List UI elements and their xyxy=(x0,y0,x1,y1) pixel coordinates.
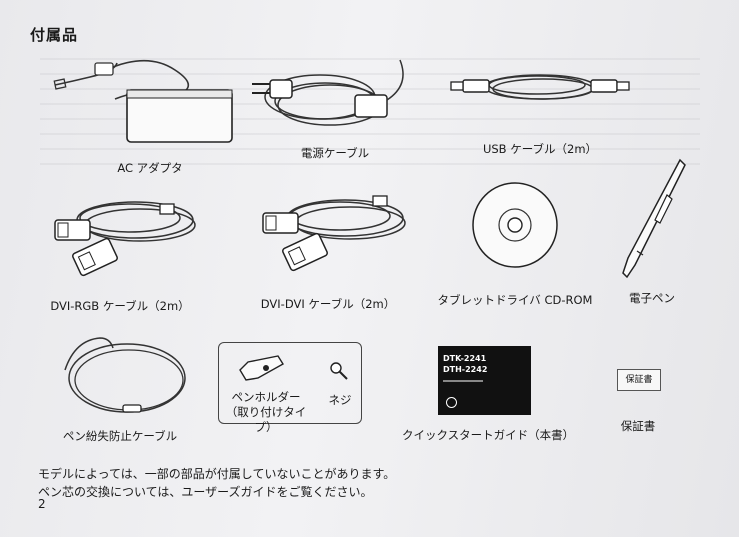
section-title: 付属品 xyxy=(30,26,79,44)
brand-logo-icon xyxy=(446,397,457,408)
label-warranty: 保証書 xyxy=(620,419,656,433)
cd-rom-illustration xyxy=(472,182,558,268)
pen-holder-screw-group xyxy=(218,342,362,424)
dvi-dvi-cable-illustration xyxy=(262,195,406,272)
label-screw: ネジ xyxy=(328,393,352,407)
label-dvi-dvi-cable: DVI-DVI ケーブル（2m） xyxy=(260,297,396,311)
dvi-rgb-cable-illustration xyxy=(54,201,196,277)
page-number: 2 xyxy=(38,497,46,511)
usb-cable-illustration xyxy=(450,74,630,100)
label-usb-cable: USB ケーブル（2m） xyxy=(482,142,598,156)
electronic-pen-illustration xyxy=(622,158,686,279)
label-dvi-rgb-cable: DVI-RGB ケーブル（2m） xyxy=(50,299,190,313)
label-pen-tether: ペン紛失防止ケーブル xyxy=(62,429,178,443)
label-electronic-pen: 電子ペン xyxy=(629,291,675,305)
label-pen-holder: ペンホルダー（取り付けタイプ） xyxy=(225,390,307,434)
guide-model-2: DTH-2242 xyxy=(443,365,488,374)
pen-tether-illustration xyxy=(64,337,186,413)
guide-subtitle-lines xyxy=(443,378,483,383)
label-power-cable: 電源ケーブル xyxy=(300,146,370,160)
screw-illustration xyxy=(330,362,348,380)
ac-adapter-illustration xyxy=(53,59,233,143)
note-1: モデルによっては、一部の部品が付属していないことがあります。 xyxy=(38,467,396,481)
label-quick-start-guide: クイックスタートガイド（本書） xyxy=(402,428,575,442)
guide-model-1: DTK-2241 xyxy=(443,354,487,363)
pen-holder-illustration xyxy=(239,355,284,381)
label-ac-adapter: AC アダプタ xyxy=(117,161,183,175)
power-cable-illustration xyxy=(252,59,404,126)
label-driver-cd: タブレットドライバ CD-ROM xyxy=(437,293,593,307)
note-2: ペン芯の交換については、ユーザーズガイドをご覧ください。 xyxy=(38,485,373,499)
warranty-card: 保証書 xyxy=(617,369,661,391)
quick-start-guide-cover: DTK-2241 DTH-2242 xyxy=(438,346,531,415)
